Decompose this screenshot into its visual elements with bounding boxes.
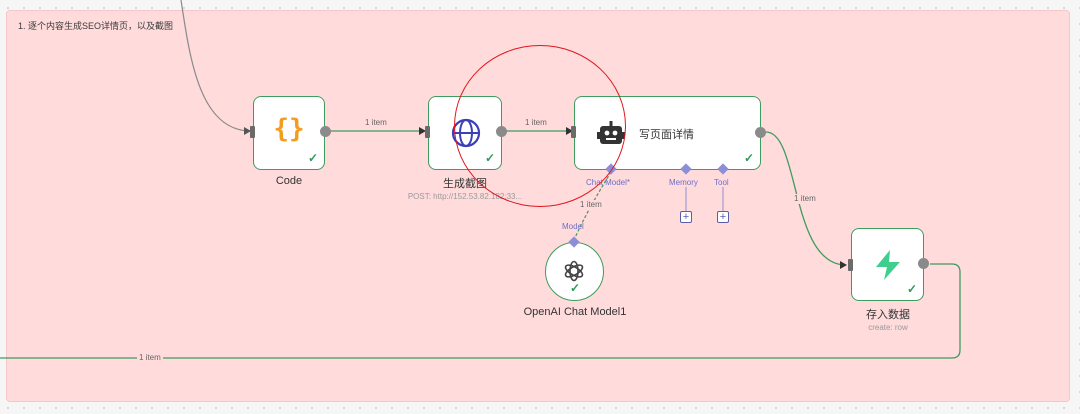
lightning-icon (876, 250, 900, 280)
edge-label-store-loop: 1 item (137, 353, 163, 363)
chat-model-port-label: Chat Model* (586, 178, 631, 187)
edge-label-agent-store: 1 item (792, 194, 818, 204)
tool-port-label: Tool (714, 178, 729, 187)
screenshot-node-subtitle: POST: http://152.53.82.182:33... (407, 192, 523, 201)
store-node-label: 存入数据 (866, 309, 910, 321)
code-braces-icon: {} (273, 114, 305, 144)
highlight-circle-annotation (454, 45, 626, 207)
code-node[interactable]: {} ✓ (253, 96, 325, 170)
store-input-port[interactable] (848, 259, 853, 271)
success-check-icon: ✓ (570, 281, 581, 295)
incoming-connection (180, 0, 251, 132)
agent-output-port[interactable] (755, 127, 766, 138)
success-check-icon: ✓ (906, 282, 917, 296)
openai-model-node-label: OpenAI Chat Model1 (523, 306, 627, 318)
edge-label-code-screenshot: 1 item (363, 118, 389, 128)
screenshot-input-port[interactable] (425, 126, 430, 138)
connection-store-loop (0, 263, 961, 359)
store-node[interactable]: ✓ (851, 228, 924, 301)
add-tool-button[interactable]: + (717, 211, 729, 223)
arrow-agent-store (840, 261, 847, 269)
success-check-icon: ✓ (307, 151, 318, 165)
model-port-label: Model (562, 222, 584, 231)
edge-label-model-agent: 1 item (578, 200, 604, 210)
code-input-port[interactable] (250, 126, 255, 138)
memory-port-label: Memory (669, 178, 698, 187)
arrow-code-screenshot (419, 127, 426, 135)
agent-node-label: 写页面详情 (639, 129, 694, 141)
store-output-port[interactable] (918, 258, 929, 269)
code-node-label: Code (275, 175, 303, 187)
sticky-note-text: 1. 逐个内容生成SEO详情页，以及截图 (18, 21, 174, 31)
openai-model-node[interactable]: ✓ (545, 242, 604, 301)
add-memory-button[interactable]: + (680, 211, 692, 223)
success-check-icon: ✓ (743, 151, 754, 165)
store-node-subtitle: create: row (868, 323, 908, 332)
code-output-port[interactable] (320, 126, 331, 137)
openai-icon (564, 260, 584, 282)
incoming-arrow (244, 127, 251, 135)
